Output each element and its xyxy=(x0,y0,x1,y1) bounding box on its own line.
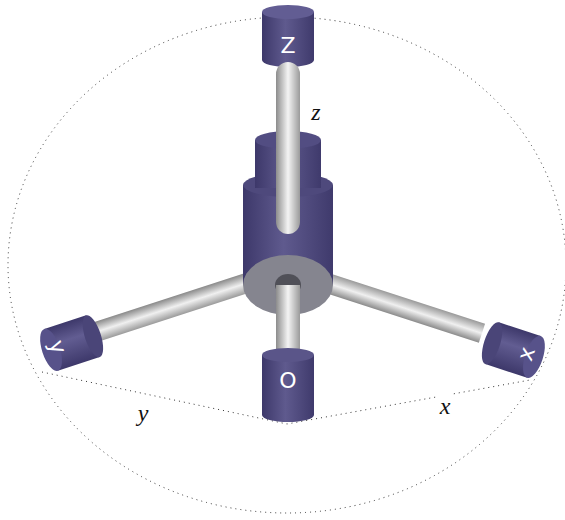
z-axis-label: z xyxy=(309,100,322,124)
o-cylinder xyxy=(262,355,314,415)
axis-letter: x xyxy=(515,344,540,363)
y-cylinder xyxy=(36,313,108,374)
dotted-ellipse xyxy=(8,17,565,513)
axis-letter: O xyxy=(279,370,296,392)
z-rod xyxy=(276,62,300,234)
origin-cap: O xyxy=(276,367,299,395)
z-cylinder-top xyxy=(262,5,314,19)
axis-letter: Z xyxy=(280,35,295,57)
z-axis-cap: Z xyxy=(277,32,298,60)
y-axis-label: y xyxy=(136,401,151,425)
z-cylinder xyxy=(262,12,314,60)
x-cylinder xyxy=(478,320,550,381)
o-cylinder-top xyxy=(262,348,314,362)
x-axis-cap: x xyxy=(512,341,543,366)
x-axis-label: x xyxy=(438,394,453,418)
y-axis-cap: y xyxy=(43,334,74,359)
o-cylinder-bottom xyxy=(262,408,314,422)
axis-letter: y xyxy=(46,337,71,356)
